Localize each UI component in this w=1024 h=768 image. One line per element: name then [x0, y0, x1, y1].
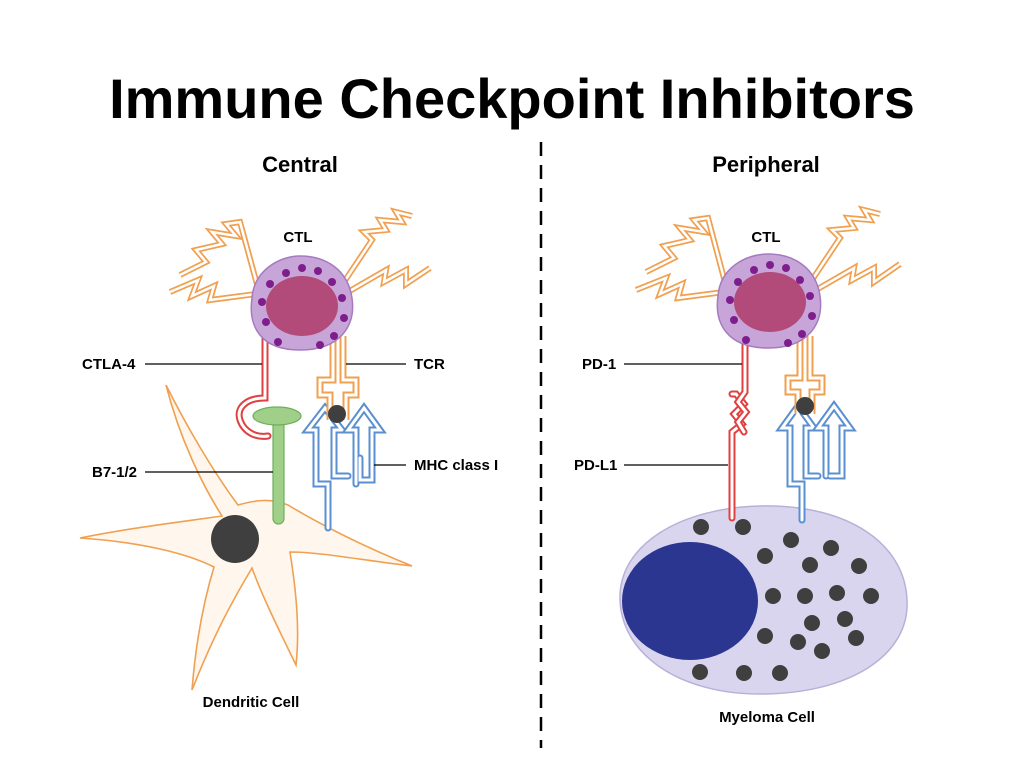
antigen-peptide — [328, 405, 346, 423]
mhc-class-i-label: MHC class I — [414, 457, 498, 474]
dendritic-cell: Dendritic Cell — [79, 384, 413, 711]
page-title: Immune Checkpoint Inhibitors — [109, 67, 915, 130]
ctl-nucleus — [266, 276, 338, 336]
ctl-cell: CTL — [168, 207, 432, 351]
pd-l1-label: PD-L1 — [574, 457, 617, 474]
ctl-label-peripheral: CTL — [751, 229, 780, 246]
mhc-class-i-molecule-right — [775, 400, 857, 524]
antigen-peptide-right — [796, 397, 814, 415]
ctl-granules-right — [726, 261, 816, 347]
ctl-cell-right: CTL — [634, 205, 902, 349]
tcr-label: TCR — [414, 356, 445, 373]
myeloma-nucleus — [622, 542, 758, 660]
dendritic-cell-label: Dendritic Cell — [203, 694, 300, 711]
central-heading: Central — [262, 152, 338, 177]
pd-1-label: PD-1 — [582, 356, 616, 373]
ctla-4-receptor — [235, 334, 272, 440]
peripheral-panel: Peripheral Myeloma Cell — [574, 152, 908, 726]
peripheral-heading: Peripheral — [712, 152, 820, 177]
ctl-nucleus-right — [734, 272, 806, 332]
pd-l1-ligand — [728, 390, 749, 522]
tcr-receptor-right — [784, 336, 826, 415]
myeloma-granules — [692, 519, 879, 681]
myeloma-cell: Myeloma Cell — [619, 505, 908, 726]
central-panel: Central Dendritic Cell — [79, 152, 498, 711]
ctl-granules — [258, 264, 348, 349]
pd-1-receptor — [733, 332, 751, 436]
ctla-4-label: CTLA-4 — [82, 356, 136, 373]
ctl-label-central: CTL — [283, 229, 312, 246]
b7-label: B7-1/2 — [92, 464, 137, 481]
mhc-class-i-molecule — [300, 402, 387, 532]
tcr-receptor — [316, 336, 360, 423]
dendritic-nucleus — [211, 515, 259, 563]
myeloma-cell-label: Myeloma Cell — [719, 709, 815, 726]
